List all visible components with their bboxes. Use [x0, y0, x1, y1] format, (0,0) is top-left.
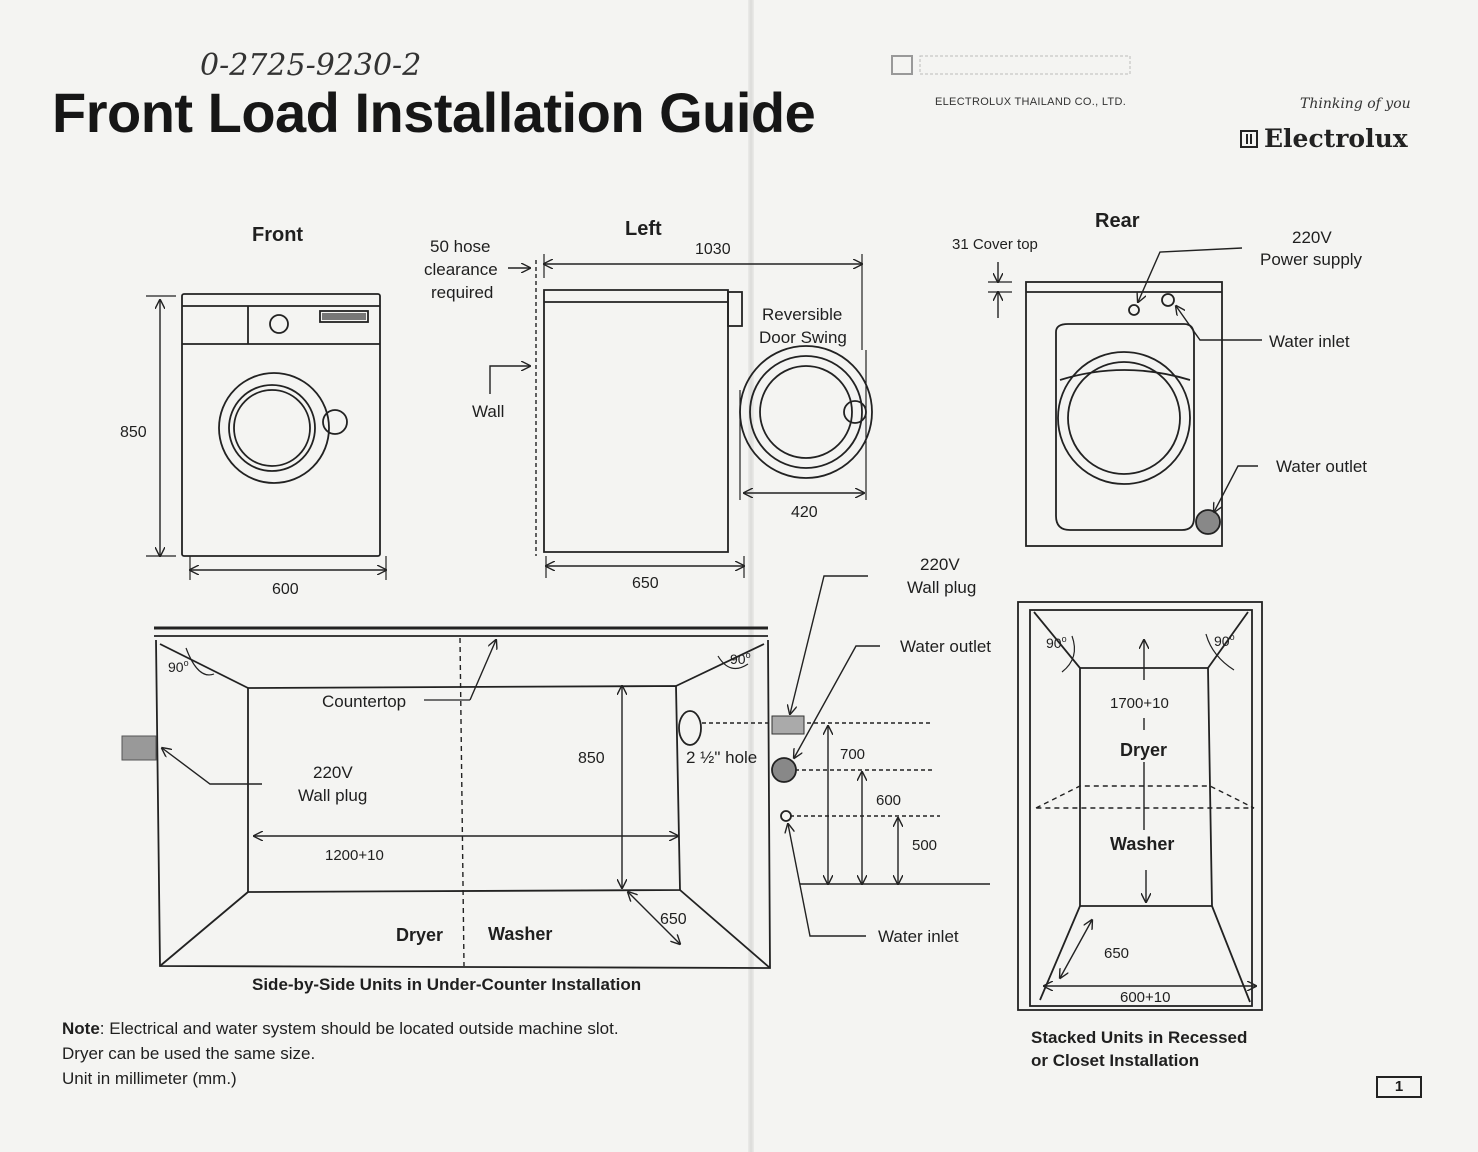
left-depth-total-label: 1030 — [695, 241, 731, 258]
brand-logo-faded — [891, 55, 1131, 75]
note-line-2: Dryer can be used the same size. — [62, 1044, 316, 1063]
note-line-3: Unit in millimeter (mm.) — [62, 1069, 237, 1088]
right-wall-plug-line1: 220V — [920, 555, 960, 574]
side-by-side-diagram — [121, 575, 990, 969]
countertop-label: Countertop — [322, 692, 406, 711]
stacked-angle-right: 90o — [1214, 632, 1235, 649]
sbs-wall-plug-line2: Wall plug — [298, 786, 367, 805]
brand-name: Electrolux — [1240, 124, 1408, 153]
sbs-angle-left: 90o — [168, 658, 189, 675]
stacked-caption-line1: Stacked Units in Recessed — [1031, 1028, 1247, 1047]
sbs-wall-plug-line1: 220V — [313, 763, 353, 782]
height-700-label: 700 — [840, 746, 865, 763]
installation-note: Note: Electrical and water system should… — [62, 1016, 619, 1091]
stacked-dryer-label: Dryer — [1120, 740, 1167, 760]
note-line-1-text: : Electrical and water system should be … — [99, 1019, 619, 1038]
sbs-dryer-label: Dryer — [396, 925, 443, 945]
cover-top-label: 31 Cover top — [952, 236, 1038, 253]
rear-water-inlet-label: Water inlet — [1269, 332, 1350, 351]
front-view-label: Front — [252, 224, 303, 246]
stacked-depth-label: 650 — [1104, 945, 1129, 962]
front-width-label: 600 — [272, 581, 299, 598]
page-title: Front Load Installation Guide — [52, 81, 816, 144]
sbs-angle-right: 90o — [730, 650, 751, 667]
hose-clearance-line1: 50 hose — [430, 237, 491, 256]
power-supply-line1: 220V — [1292, 228, 1332, 247]
brand-slogan: Thinking of you — [1300, 96, 1411, 112]
rear-view-label: Rear — [1095, 210, 1140, 232]
height-600-label: 600 — [876, 792, 901, 809]
sbs-washer-label: Washer — [488, 924, 552, 944]
hose-clearance-line3: required — [431, 283, 493, 302]
left-view — [489, 254, 873, 578]
electrolux-logo-icon — [1240, 130, 1258, 148]
left-view-label: Left — [625, 218, 662, 240]
sbs-water-outlet-label: Water outlet — [900, 637, 991, 656]
note-line-1: Note: Electrical and water system should… — [62, 1016, 619, 1041]
sbs-caption: Side-by-Side Units in Under-Counter Inst… — [252, 975, 641, 994]
hose-clearance-line2: clearance — [424, 260, 498, 279]
stacked-washer-label: Washer — [1110, 834, 1174, 854]
left-depth-label: 650 — [632, 575, 659, 592]
brand-name-text: Electrolux — [1264, 124, 1408, 153]
page-number: 1 — [1376, 1076, 1422, 1098]
paper-fold — [748, 0, 754, 1152]
handwritten-phone-number: 0-2725-9230-2 — [200, 48, 422, 83]
stacked-angle-left: 90o — [1046, 634, 1067, 651]
stacked-width-label: 600+10 — [1120, 989, 1170, 1006]
hole-label: 2 ½" hole — [686, 748, 757, 767]
front-view — [146, 293, 386, 580]
power-supply-line2: Power supply — [1260, 250, 1363, 269]
front-height-label: 850 — [120, 424, 147, 441]
sbs-water-inlet-label: Water inlet — [878, 927, 959, 946]
sbs-width-label: 1200+10 — [325, 847, 384, 864]
door-swing-line1: Reversible — [762, 305, 842, 324]
sbs-height-label: 850 — [578, 750, 605, 767]
stacked-diagram — [1017, 601, 1263, 1011]
sbs-depth-label: 650 — [660, 911, 687, 928]
height-500-label: 500 — [912, 837, 937, 854]
right-wall-plug-line2: Wall plug — [907, 578, 976, 597]
wall-label: Wall — [472, 402, 504, 421]
note-heading: Note — [62, 1019, 100, 1038]
stacked-height-label: 1700+10 — [1110, 695, 1169, 712]
rear-water-outlet-label: Water outlet — [1276, 457, 1367, 476]
stacked-caption-line2: or Closet Installation — [1031, 1051, 1199, 1070]
door-swing-line2: Door Swing — [759, 328, 847, 347]
rear-view — [988, 247, 1262, 547]
company-name: ELECTROLUX THAILAND CO., LTD. — [935, 96, 1127, 108]
door-width-label: 420 — [791, 504, 818, 521]
